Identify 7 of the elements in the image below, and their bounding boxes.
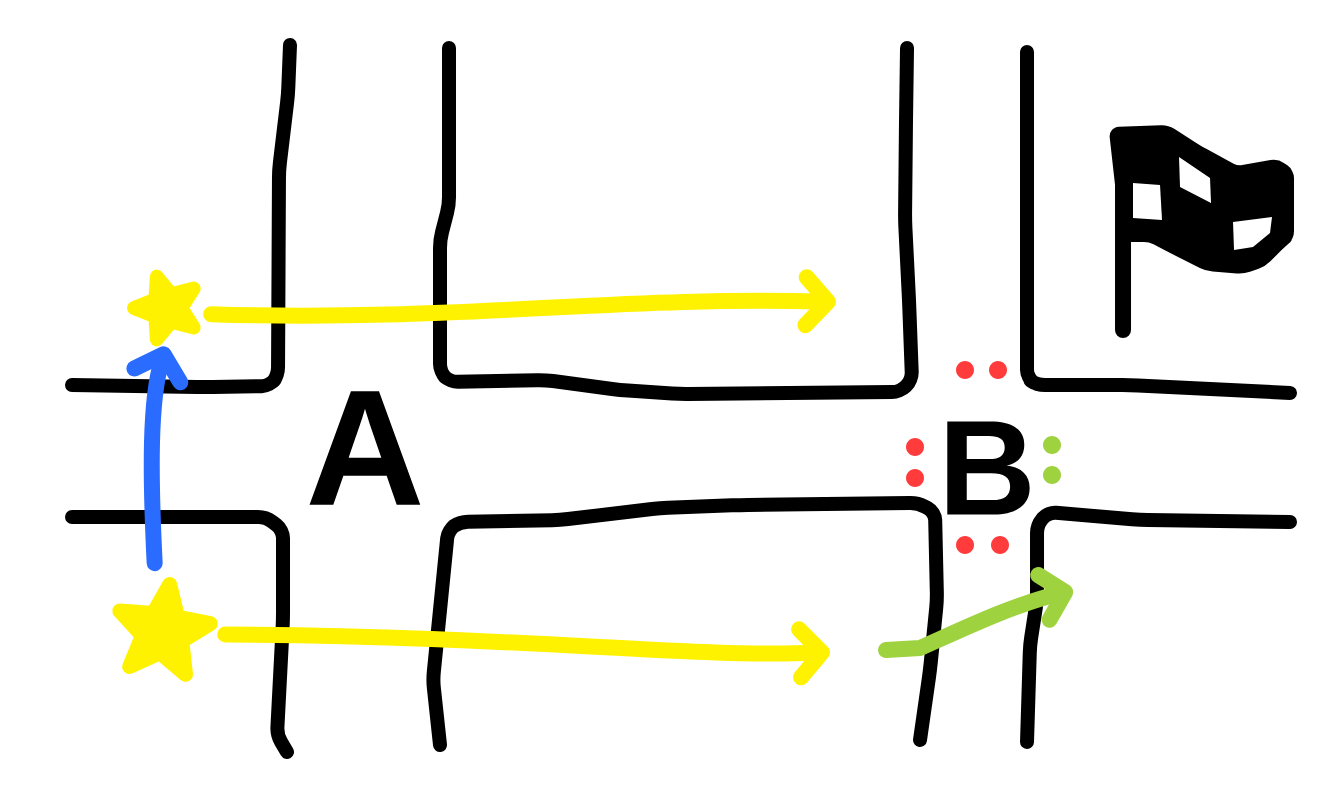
arrow [217, 621, 830, 686]
letter: A [309, 391, 421, 505]
star-marker [127, 269, 201, 347]
letter: B [947, 421, 1030, 515]
arrow [203, 269, 836, 334]
star-marker [112, 577, 218, 682]
arrow [126, 346, 189, 572]
